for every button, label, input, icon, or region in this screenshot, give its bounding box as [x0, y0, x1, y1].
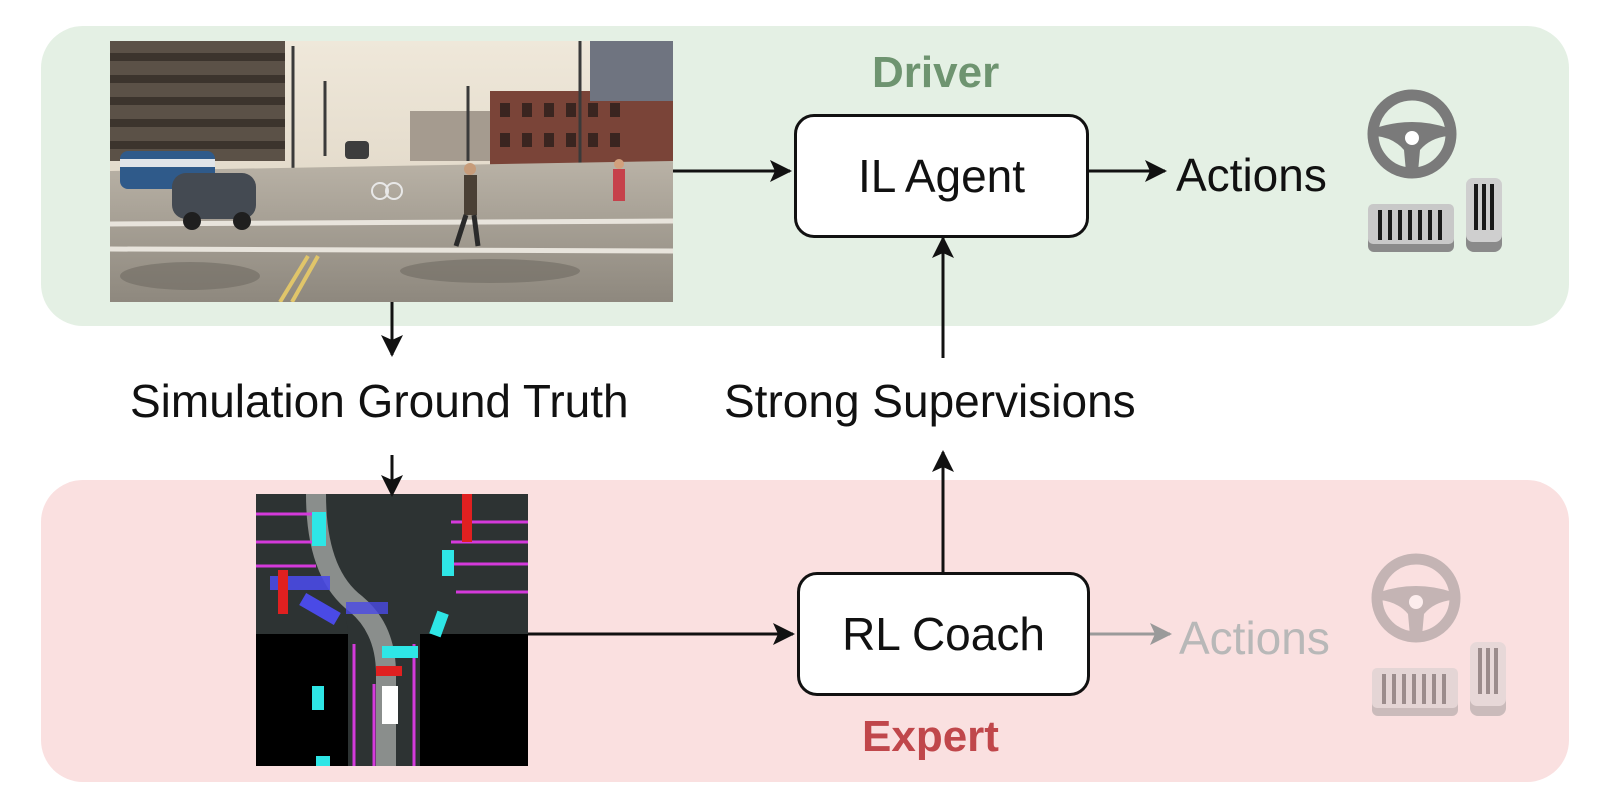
bev-image	[256, 494, 528, 766]
pedals-icon	[1368, 178, 1502, 252]
steering-wheel-icon	[1367, 89, 1457, 179]
expert-actions-label: Actions	[1179, 612, 1330, 664]
pedals-icon	[1372, 642, 1506, 716]
supervision-label: Strong Supervisions	[724, 375, 1136, 427]
il-agent-box: IL Agent	[794, 114, 1089, 238]
expert-title: Expert	[862, 712, 999, 761]
driver-controls-icon	[1367, 89, 1502, 252]
driver-actions-label: Actions	[1176, 149, 1327, 201]
rl-coach-label: RL Coach	[842, 608, 1045, 660]
il-agent-label: IL Agent	[857, 150, 1026, 202]
expert-controls-icon	[1371, 553, 1506, 716]
camera-image	[110, 41, 673, 302]
steering-wheel-icon	[1371, 553, 1461, 643]
ground-truth-label: Simulation Ground Truth	[130, 375, 629, 427]
rl-coach-box: RL Coach	[797, 572, 1090, 696]
driver-title: Driver	[872, 48, 1000, 97]
